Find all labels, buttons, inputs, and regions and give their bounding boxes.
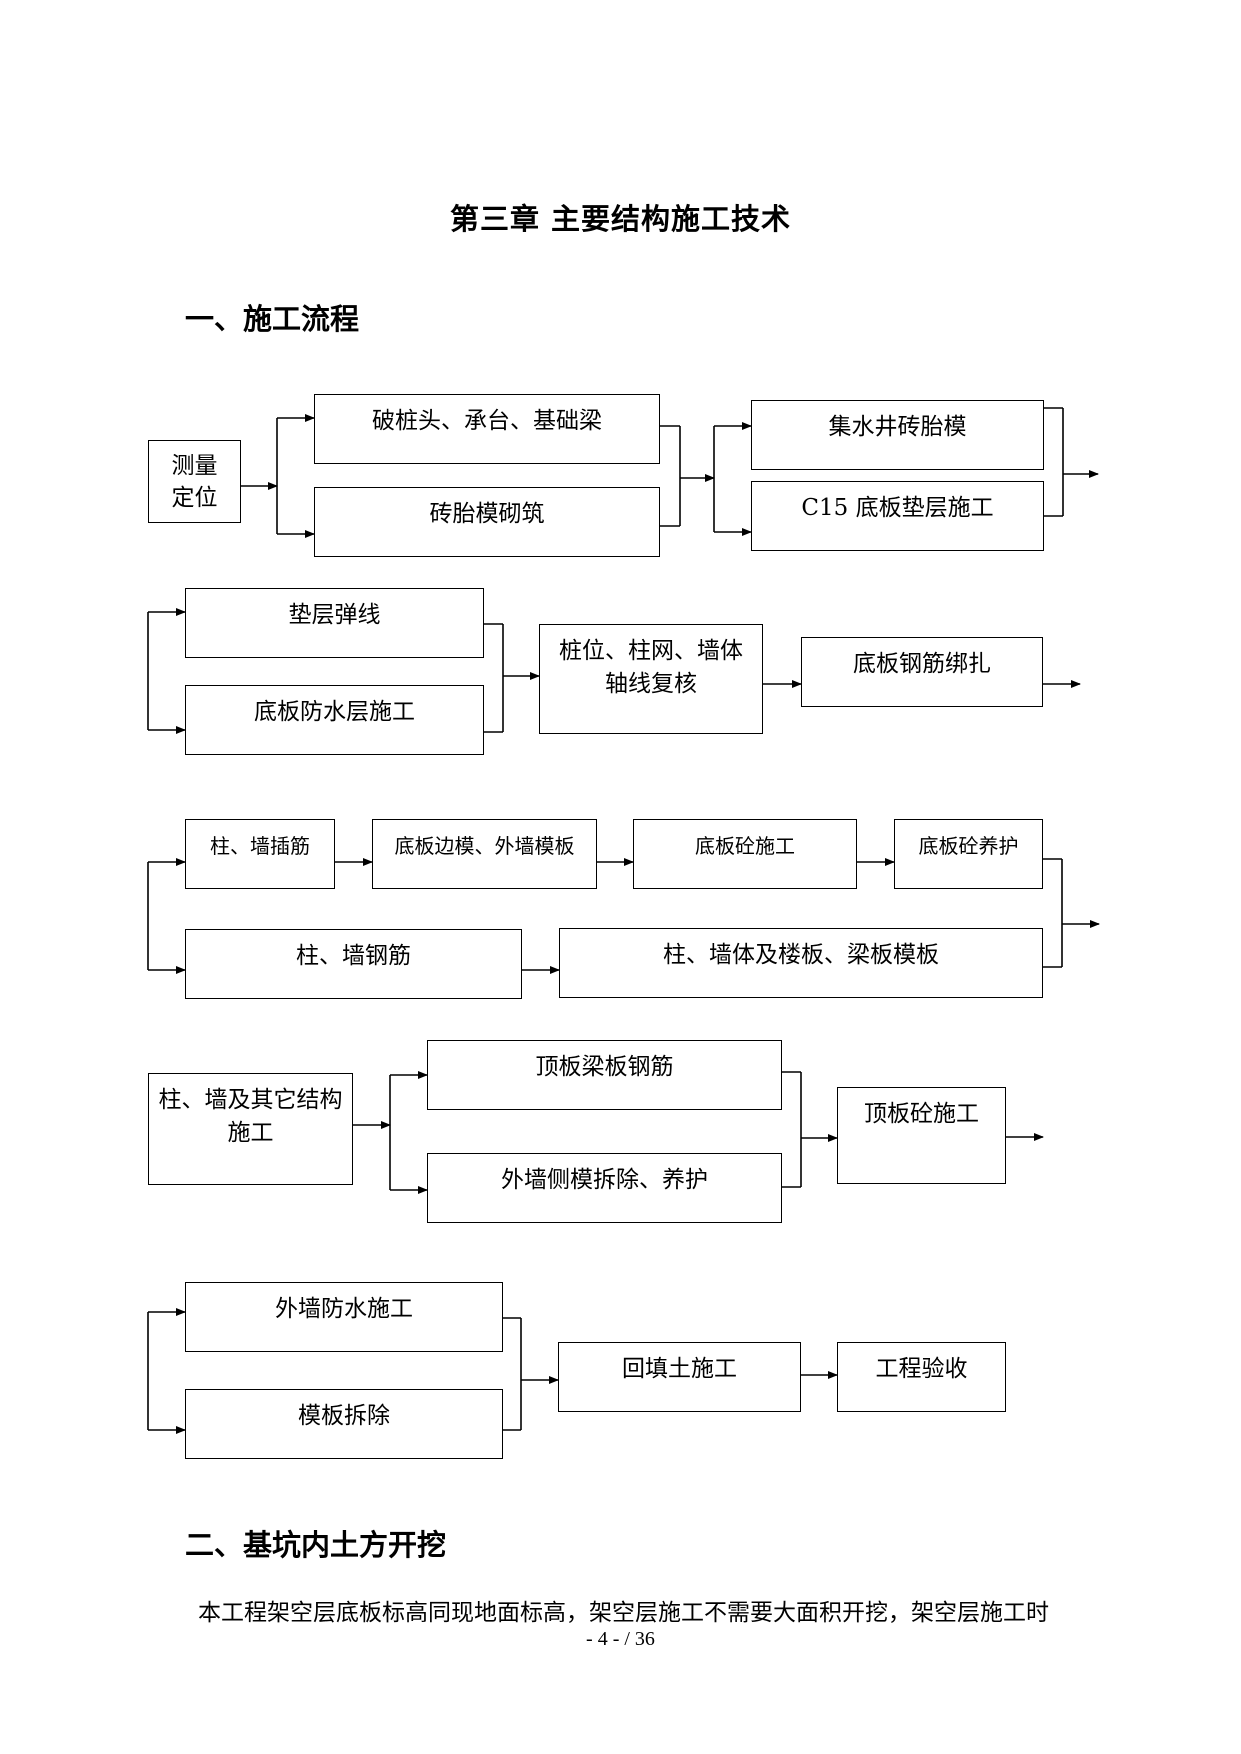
flow-box-survey: 测量定位 <box>148 440 241 523</box>
flow-box-backfill: 回填土施工 <box>558 1342 801 1412</box>
flow-box-slab-curing: 底板砼养护 <box>894 819 1043 889</box>
section-title-excavation: 二、基坑内土方开挖 <box>185 1528 447 1562</box>
flow-box-form-removal: 模板拆除 <box>185 1389 503 1459</box>
flow-box-sump-pit: 集水井砖胎模 <box>751 400 1044 470</box>
body-paragraph: 本工程架空层底板标高同现地面标高，架空层施工不需要大面积开挖，架空层施工时 <box>198 1600 1049 1626</box>
flow-box-column-rebar: 柱、墙钢筋 <box>185 929 522 999</box>
flow-box-form-removal-curing: 外墙侧模拆除、养护 <box>427 1153 782 1223</box>
flow-box-ext-waterproof: 外墙防水施工 <box>185 1282 503 1352</box>
section-title-construction-flow: 一、施工流程 <box>185 302 360 336</box>
flow-box-other-structure: 柱、墙及其它结构施工 <box>148 1073 353 1185</box>
flow-box-roof-concrete: 顶板砼施工 <box>837 1087 1006 1184</box>
flow-box-acceptance: 工程验收 <box>837 1342 1006 1412</box>
chapter-title: 第三章 主要结构施工技术 <box>449 202 792 236</box>
flow-box-roof-rebar: 顶板梁板钢筋 <box>427 1040 782 1110</box>
flow-box-formwork: 柱、墙体及楼板、梁板模板 <box>559 928 1043 998</box>
flow-box-brick-masonry: 砖胎模砌筑 <box>314 487 660 557</box>
flow-box-rebar-tie: 底板钢筋绑扎 <box>801 637 1043 707</box>
flow-box-c15-cushion: C15 底板垫层施工 <box>751 481 1044 551</box>
flow-box-axis-check: 桩位、柱网、墙体轴线复核 <box>539 624 763 734</box>
flow-box-slab-concrete: 底板砼施工 <box>633 819 857 889</box>
flow-box-layout-line: 垫层弹线 <box>185 588 484 658</box>
flow-box-edge-form: 底板边模、外墙模板 <box>372 819 597 889</box>
flow-box-pile-head: 破桩头、承台、基础梁 <box>314 394 660 464</box>
flow-box-waterproof: 底板防水层施工 <box>185 685 484 755</box>
flow-box-column-dowel: 柱、墙插筋 <box>185 819 335 889</box>
page-number: - 4 - / 36 <box>586 1628 655 1650</box>
